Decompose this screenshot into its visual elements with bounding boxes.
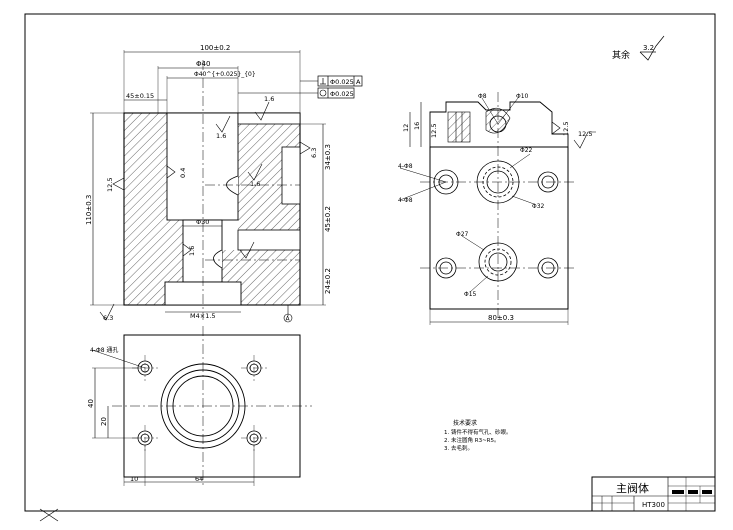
svg-text:1.6: 1.6 [216, 132, 226, 140]
dim-height-label: 110±0.3 [85, 195, 93, 225]
svg-text:1.6: 1.6 [250, 180, 260, 188]
side-dim-width-label: 80±0.3 [488, 314, 514, 322]
top-view: 4-Φ8 通孔 40 20 10 64 [87, 326, 312, 486]
svg-text:12.5: 12.5 [578, 130, 592, 138]
svg-text:0.4: 0.4 [179, 168, 187, 178]
top-dim-40: 40 [87, 399, 95, 408]
hatch-right-lower [238, 250, 300, 305]
svg-text:6.3: 6.3 [103, 314, 113, 322]
side-label-phi32: Φ32 [532, 203, 545, 210]
notes-line-1: 1. 铸件不得有气孔、砂眼。 [444, 428, 512, 436]
remaining-roughness-value: 3.2 [643, 44, 654, 52]
svg-text:Φ0.025: Φ0.025 [330, 90, 354, 98]
roughness-lower2-icon [239, 241, 255, 259]
notes-title: 技术要求 [453, 419, 477, 427]
remaining-roughness: 其余 3.2 [612, 35, 665, 61]
dim-bore-top-label: Φ40 [196, 60, 210, 68]
dim-d30-label: Φ30 [196, 218, 209, 226]
svg-text:A: A [286, 316, 291, 323]
tolerance-frame-cylindricity: Φ0.025 [317, 87, 355, 99]
front-section-view: 100±0.2 Φ40 Φ40^{+0.025}_{0} 45±0.15 Φ0.… [85, 44, 363, 323]
dim-thread-label: M4×1.5 [190, 312, 216, 320]
svg-text:1.6: 1.6 [188, 246, 196, 256]
roughness-top-icon: 1.6 [254, 95, 274, 121]
material: HT300 [642, 501, 665, 509]
side-roughness-far-icon: 12.5 [573, 130, 596, 149]
notes-line-2: 2. 未注圆角 R3~R5。 [444, 436, 500, 444]
svg-text:12.5: 12.5 [562, 122, 570, 136]
roughness-lower-icon: 1.6 [182, 243, 196, 257]
svg-text:12.5: 12.5 [106, 178, 114, 192]
title-block: 主阀体 HT300 [591, 476, 716, 512]
side-label-4h: 4-Φ8 [398, 163, 413, 170]
side-label-phi27: Φ27 [456, 231, 469, 238]
side-port-upper [281, 146, 301, 205]
svg-text:A: A [356, 78, 361, 86]
svg-text:1.6: 1.6 [264, 95, 274, 103]
side-label-phi8: Φ8 [478, 93, 487, 100]
side-dim-16: 16 [413, 122, 421, 130]
dim-34-label: 34±0.3 [324, 144, 332, 170]
remaining-roughness-label: 其余 [612, 49, 630, 61]
top-dim-20: 20 [100, 417, 108, 426]
datum-a-symbol: A [283, 305, 293, 323]
roughness-mid-icon: 1.6 [247, 163, 263, 188]
side-outline [429, 146, 569, 310]
roughness-symbol-icon [639, 35, 665, 61]
side-label-4c: 4-Φ8 [398, 197, 413, 204]
side-port-lower [237, 229, 301, 251]
tolerance-frame-perpendicularity: Φ0.025 A [317, 75, 363, 87]
dim-left-offset-label: 45±0.15 [126, 92, 154, 100]
hatch-left-wall [124, 113, 167, 305]
technical-notes: 技术要求 1. 铸件不得有气孔、砂眼。 2. 未注圆角 R3~R5。 3. 去毛… [444, 419, 512, 452]
drawing-border [24, 13, 716, 512]
roughness-bore-icon: 1.6 [215, 115, 231, 140]
dim-24-label: 24±0.2 [324, 268, 332, 294]
side-label-phi10: Φ10 [516, 93, 529, 100]
main-bore [166, 112, 239, 221]
side-label-phi22: Φ22 [520, 147, 533, 154]
roughness-left-icon: 12.5 [106, 178, 125, 192]
dim-width-label: 100±0.2 [200, 44, 230, 52]
side-view: 4-Φ8 4-Φ8 Φ8 Φ10 Φ22 Φ32 Φ27 Φ15 12 16 1… [398, 92, 596, 325]
roughness-bottom-icon: 6.3 [99, 303, 115, 322]
roughness-mid2-icon: 0.4 [166, 165, 187, 179]
dim-45-label: 45±0.2 [324, 206, 332, 232]
top-hole-label: 4-Φ8 通孔 [90, 346, 118, 354]
side-roughness-right-icon: 12.5 [551, 122, 570, 136]
side-dim-125: 12.5 [430, 124, 438, 138]
svg-text:Φ0.025: Φ0.025 [330, 78, 354, 86]
notes-line-3: 3. 去毛刺。 [444, 444, 473, 452]
dim-bore-inner-label: Φ40^{+0.025}_{0} [194, 71, 256, 78]
side-dim-12: 12 [402, 124, 410, 132]
side-label-phi15: Φ15 [464, 291, 477, 298]
part-name: 主阀体 [616, 481, 649, 495]
top-dim-64: 64 [195, 475, 203, 483]
roughness-right-icon: 6.3 [299, 141, 318, 158]
svg-text:6.3: 6.3 [310, 148, 318, 158]
cylindricity-icon [319, 89, 327, 97]
top-dim-10: 10 [130, 475, 138, 483]
